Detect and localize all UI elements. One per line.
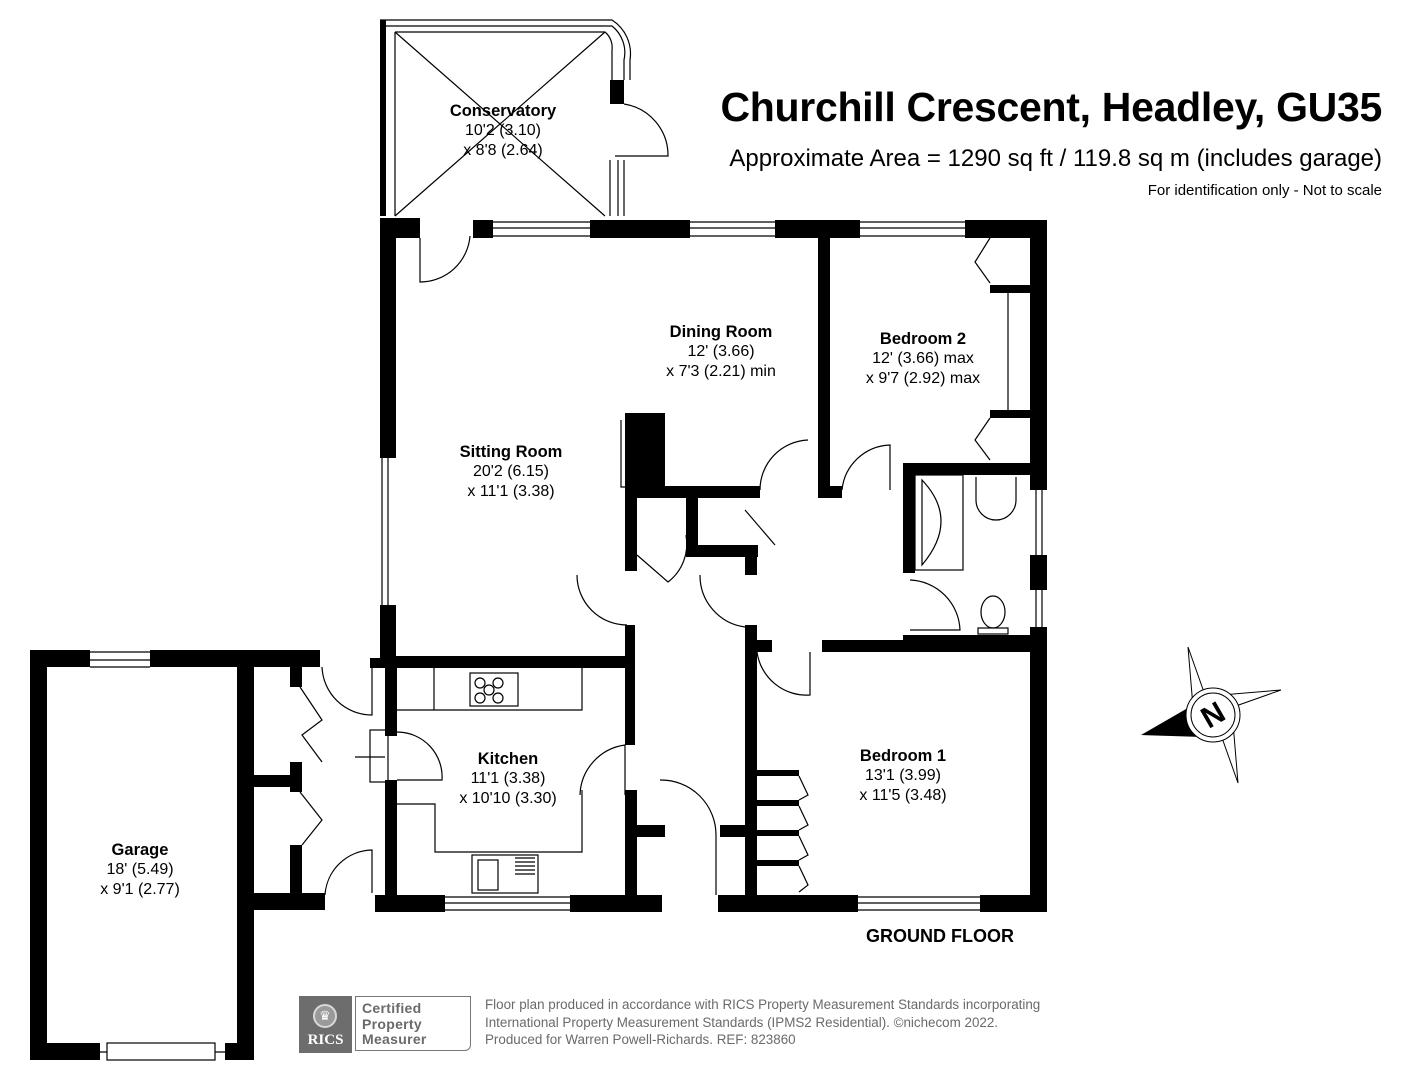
room-dimension: x 10'10 (3.30)	[459, 790, 557, 807]
lion-crest-icon: ♛	[313, 1004, 337, 1028]
room-conservatory: Conservatory 10'2 (3.10) x 8'8 (2.64)	[450, 101, 556, 161]
room-name: Kitchen	[477, 750, 539, 768]
north-compass-icon: N	[1141, 646, 1282, 784]
room-dimension: 20'2 (6.15)	[473, 463, 549, 480]
footer-disclaimer: Floor plan produced in accordance with R…	[485, 996, 1040, 1049]
rics-certified-badge: ♛ RICS Certified Property Measurer	[299, 996, 473, 1053]
room-dimension: 10'2 (3.10)	[465, 122, 541, 139]
room-dimension: 11'1 (3.38)	[470, 770, 546, 787]
room-name: Dining Room	[669, 323, 773, 341]
room-dining-room: Dining Room 12' (3.66) x 7'3 (2.21) min	[666, 322, 776, 382]
room-dimension: x 8'8 (2.64)	[463, 142, 543, 159]
badge-line: Certified	[362, 1000, 422, 1016]
scale-disclaimer: For identification only - Not to scale	[1147, 182, 1382, 199]
room-dimension: 18' (5.49)	[106, 861, 174, 878]
fixtures-and-doors	[90, 19, 1043, 1061]
rics-wordmark: RICS	[307, 1032, 344, 1048]
footer-line: Floor plan produced in accordance with R…	[485, 997, 1041, 1012]
room-dimension: 13'1 (3.99)	[865, 767, 941, 784]
room-bedroom-1: Bedroom 1 13'1 (3.99) x 11'5 (3.48)	[859, 746, 946, 806]
room-name: Bedroom 1	[859, 747, 947, 765]
room-name: Garage	[111, 841, 169, 859]
floor-label: GROUND FLOOR	[866, 926, 1014, 946]
certified-measurer-box: Certified Property Measurer	[355, 996, 471, 1051]
walls	[30, 20, 1047, 1060]
badge-line: Measurer	[362, 1031, 427, 1047]
footer-line: International Property Measurement Stand…	[485, 1014, 999, 1030]
badge-line: Property	[362, 1015, 422, 1032]
room-dimension: x 9'7 (2.92) max	[865, 370, 981, 387]
room-name: Sitting Room	[459, 443, 563, 461]
room-name: Conservatory	[449, 102, 557, 120]
room-dimension: 12' (3.66) max	[872, 350, 974, 367]
room-dimension: x 7'3 (2.21) min	[666, 363, 776, 380]
rics-logo: ♛ RICS	[299, 996, 352, 1053]
footer-line: Produced for Warren Powell-Richards. REF…	[485, 1032, 796, 1047]
room-dimension: x 11'1 (3.38)	[467, 483, 555, 500]
room-dimension: 12' (3.66)	[687, 343, 755, 360]
room-dimension: x 9'1 (2.77)	[100, 881, 180, 898]
room-garage: Garage 18' (5.49) x 9'1 (2.77)	[100, 840, 180, 900]
approximate-area: Approximate Area = 1290 sq ft / 119.8 sq…	[729, 145, 1382, 172]
room-sitting-room: Sitting Room 20'2 (6.15) x 11'1 (3.38)	[460, 442, 563, 502]
room-kitchen: Kitchen 11'1 (3.38) x 10'10 (3.30)	[459, 749, 556, 809]
property-title: Churchill Crescent, Headley, GU35	[720, 84, 1382, 130]
room-name: Bedroom 2	[879, 330, 967, 348]
room-bedroom-2: Bedroom 2 12' (3.66) max x 9'7 (2.92) ma…	[866, 329, 980, 389]
room-dimension: x 11'5 (3.48)	[859, 787, 947, 804]
